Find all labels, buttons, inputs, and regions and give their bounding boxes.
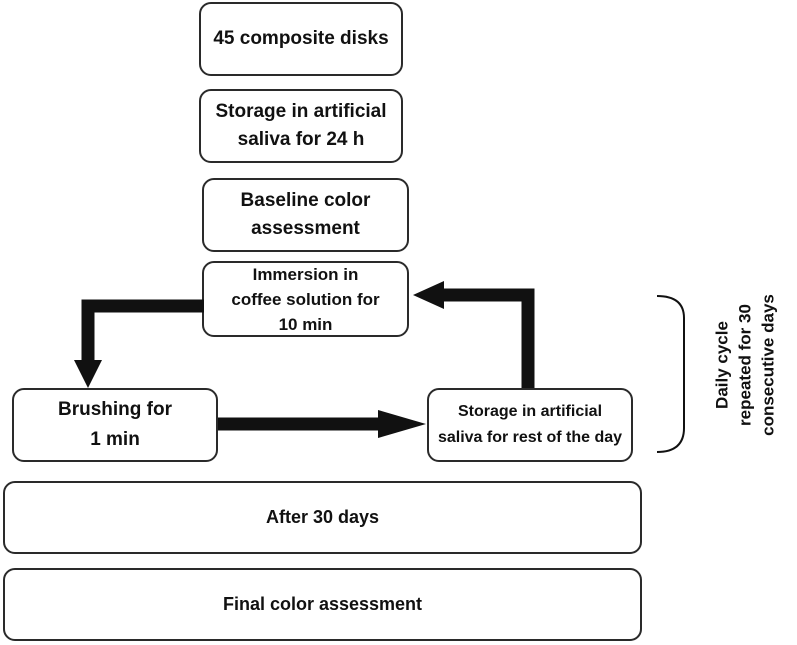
step-baseline-color-line-1: Baseline color (240, 190, 371, 211)
arrowhead-right (378, 410, 426, 438)
arrowhead-down (74, 360, 102, 388)
step-coffee-immersion: Immersion in coffee solution for 10 min (202, 261, 409, 337)
step-storage-rest-of-day-line-1: Storage in artificial (457, 403, 603, 420)
cycle-label-line-2: repeated for 30 (735, 304, 755, 426)
step-brushing-line-2: 1 min (90, 429, 140, 450)
step-coffee-immersion-line-3: 10 min (278, 314, 333, 334)
step-composite-disks: 45 composite disks (199, 2, 403, 76)
step-storage-24h: Storage in artificial saliva for 24 h (199, 89, 403, 163)
arrow-immersion-to-brushing (81, 299, 204, 366)
step-storage-24h-line-2: saliva for 24 h (237, 129, 365, 150)
cycle-label-line-3: consecutive days (758, 294, 778, 436)
step-final-color-label: Final color assessment (222, 594, 423, 614)
arrow-storage-to-immersion (440, 288, 535, 388)
step-coffee-immersion-line-2: coffee solution for (231, 289, 380, 309)
cycle-label-line-1: Daily cycle (712, 321, 732, 409)
step-storage-rest-of-day: Storage in artificial saliva for rest of… (427, 388, 633, 462)
step-coffee-immersion-line-1: Immersion in (252, 264, 359, 284)
step-storage-rest-of-day-line-2: saliva for rest of the day (437, 429, 623, 446)
step-brushing-line-1: Brushing for (58, 399, 172, 420)
cycle-label-text: Daily cycle repeated for 30 consecutive … (711, 294, 780, 436)
step-storage-24h-line-1: Storage in artificial (215, 101, 387, 122)
step-after-30-days-label: After 30 days (265, 507, 380, 527)
step-final-color: Final color assessment (3, 568, 642, 641)
cycle-label: Daily cycle repeated for 30 consecutive … (690, 275, 797, 455)
step-composite-disks-label: 45 composite disks (213, 28, 389, 49)
step-baseline-color-line-2: assessment (251, 218, 360, 239)
cycle-bracket (656, 295, 685, 453)
step-baseline-color: Baseline color assessment (202, 178, 409, 252)
step-brushing: Brushing for 1 min (12, 388, 218, 462)
step-after-30-days: After 30 days (3, 481, 642, 554)
arrowhead-left (413, 281, 444, 309)
